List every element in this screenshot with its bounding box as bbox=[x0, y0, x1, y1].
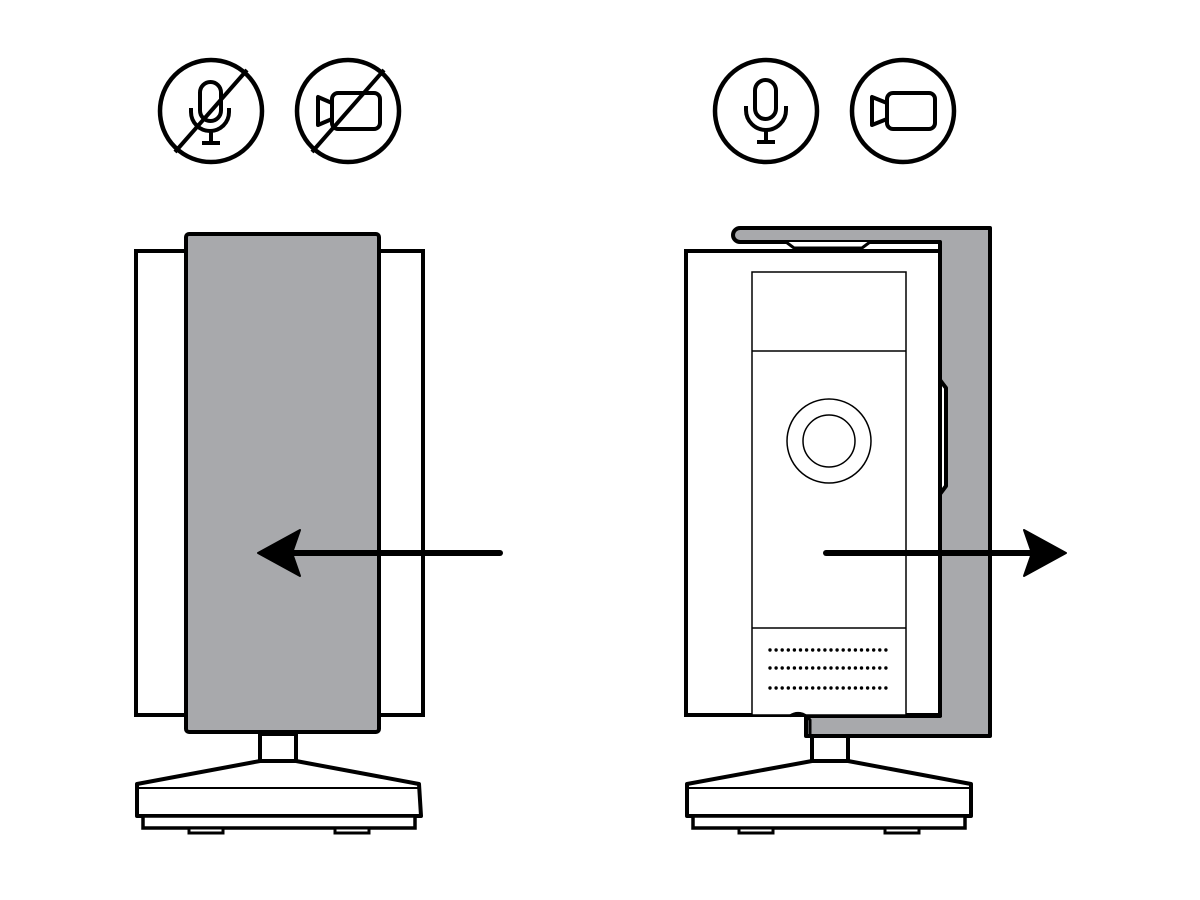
speaker-hole bbox=[798, 686, 803, 690]
cover-top-clip bbox=[785, 240, 871, 250]
speaker-hole bbox=[774, 648, 778, 652]
speaker-hole bbox=[853, 686, 858, 690]
speaker-hole bbox=[780, 648, 784, 652]
speaker-hole bbox=[865, 666, 870, 670]
speaker-hole bbox=[804, 666, 809, 670]
cover-bottom-lip bbox=[789, 711, 812, 736]
speaker-hole bbox=[847, 666, 851, 670]
speaker-hole bbox=[829, 686, 833, 690]
camera-stand-left bbox=[135, 732, 423, 835]
privacy-cover-open-slider bbox=[731, 226, 992, 738]
speaker-hole bbox=[853, 666, 858, 670]
speaker-hole bbox=[841, 648, 845, 652]
speaker-hole bbox=[786, 686, 790, 690]
speaker-hole bbox=[798, 666, 803, 670]
speaker-hole bbox=[859, 648, 864, 652]
speaker-hole bbox=[780, 686, 784, 690]
speaker-hole bbox=[798, 648, 803, 652]
speaker-hole bbox=[792, 666, 797, 670]
speaker-hole bbox=[804, 686, 809, 690]
speaker-hole bbox=[823, 648, 827, 652]
speaker-hole bbox=[878, 666, 882, 670]
speaker-hole bbox=[859, 666, 864, 670]
speaker-hole bbox=[823, 686, 827, 690]
panel-cover-closed bbox=[134, 57, 503, 835]
panel-cover-open bbox=[684, 57, 1067, 835]
microphone-icon bbox=[712, 57, 820, 165]
privacy-cover-closed-slider bbox=[184, 232, 381, 734]
speaker-hole bbox=[884, 666, 888, 670]
speaker-hole bbox=[774, 666, 778, 670]
speaker-hole bbox=[774, 686, 778, 690]
speaker-hole bbox=[823, 666, 827, 670]
speaker-hole bbox=[865, 686, 870, 690]
speaker-hole bbox=[847, 686, 851, 690]
speaker-hole bbox=[786, 666, 790, 670]
speaker-hole bbox=[811, 666, 815, 670]
speaker-hole bbox=[792, 686, 797, 690]
speaker-hole bbox=[835, 686, 839, 690]
speaker-hole bbox=[847, 648, 851, 652]
speaker-hole bbox=[811, 648, 815, 652]
speaker-hole bbox=[884, 648, 888, 652]
speaker-hole bbox=[768, 666, 772, 670]
camera-icon bbox=[849, 57, 957, 165]
microphone-muted-icon bbox=[157, 57, 265, 165]
speaker-hole bbox=[878, 686, 882, 690]
speaker-hole bbox=[835, 648, 839, 652]
speaker-hole bbox=[872, 666, 876, 670]
speaker-hole bbox=[865, 648, 870, 652]
arrow-slide-right bbox=[823, 529, 1067, 577]
speaker-grille bbox=[768, 648, 888, 690]
speaker-hole bbox=[811, 686, 815, 690]
speaker-hole bbox=[817, 648, 821, 652]
speaker-hole bbox=[792, 648, 797, 652]
speaker-hole bbox=[835, 666, 839, 670]
speaker-hole bbox=[878, 648, 882, 652]
speaker-hole bbox=[786, 648, 790, 652]
speaker-hole bbox=[768, 686, 772, 690]
speaker-hole bbox=[872, 686, 876, 690]
speaker-hole bbox=[872, 648, 876, 652]
speaker-hole bbox=[804, 648, 809, 652]
speaker-hole bbox=[829, 666, 833, 670]
speaker-hole bbox=[841, 666, 845, 670]
speaker-hole bbox=[884, 686, 888, 690]
speaker-hole bbox=[768, 648, 772, 652]
camera-front-face bbox=[751, 271, 907, 716]
speaker-hole bbox=[841, 686, 845, 690]
camera-stand-right bbox=[685, 732, 973, 835]
speaker-hole bbox=[829, 648, 833, 652]
speaker-hole bbox=[853, 648, 858, 652]
speaker-hole bbox=[817, 686, 821, 690]
arrow-slide-left bbox=[257, 529, 503, 577]
camera-disabled-icon bbox=[294, 57, 402, 165]
speaker-hole bbox=[859, 686, 864, 690]
speaker-hole bbox=[817, 666, 821, 670]
speaker-hole bbox=[780, 666, 784, 670]
